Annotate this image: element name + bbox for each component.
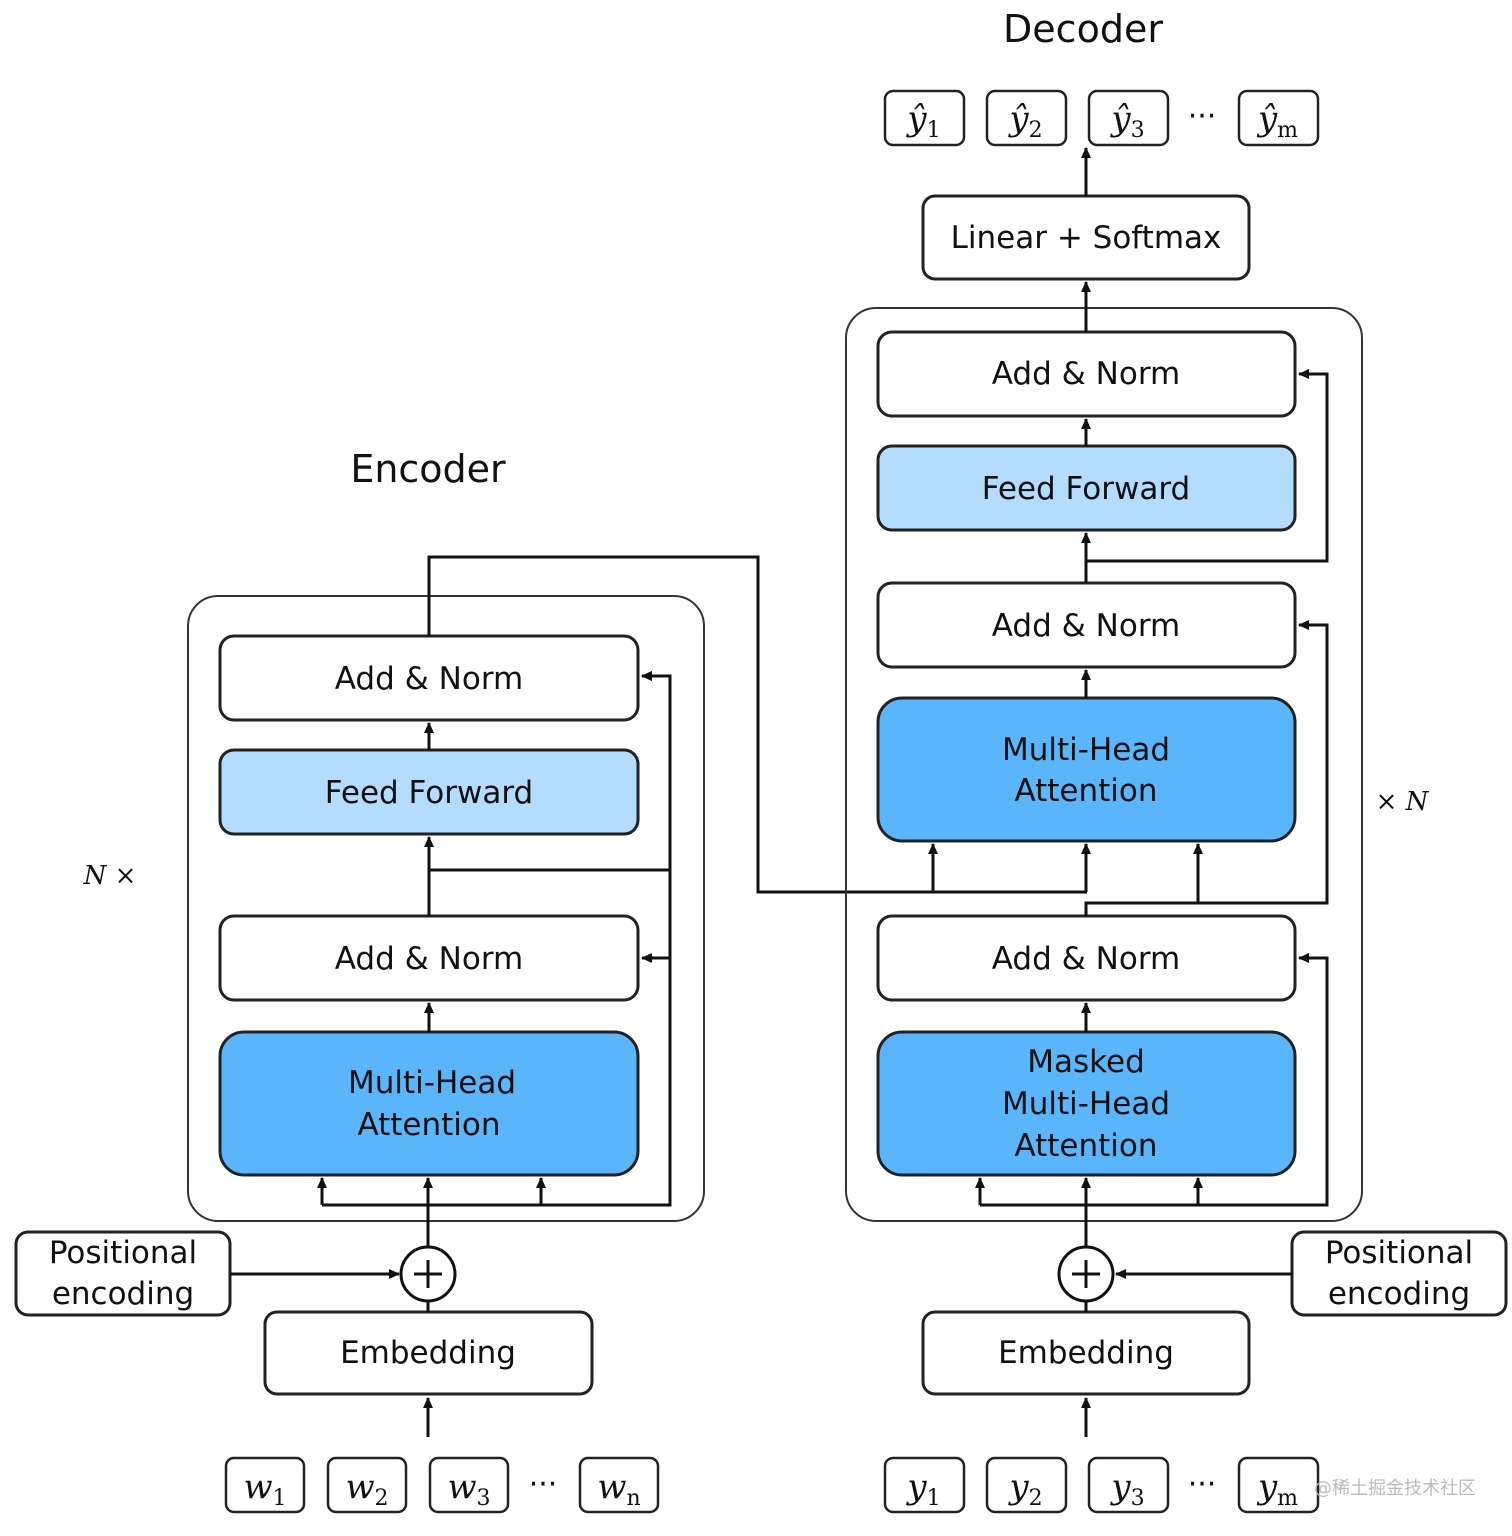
svg-text:encoding: encoding	[1328, 1276, 1470, 1312]
decoder-layer-group	[845, 307, 1363, 1222]
svg-text:Feed Forward: Feed Forward	[982, 471, 1190, 507]
decoder-connections	[928, 147, 1329, 1437]
decoder-linear-softmax: Linear + Softmax	[921, 194, 1251, 281]
decoder-input-token: y3	[1087, 1456, 1170, 1514]
svg-text:y1: y1	[905, 1467, 940, 1511]
decoder-output-token: ŷm	[1237, 89, 1320, 147]
svg-text:wn: wn	[597, 1467, 640, 1511]
encoder-feed-forward: Feed Forward	[218, 748, 640, 836]
svg-text:Positional: Positional	[1325, 1235, 1473, 1271]
watermark: @稀土掘金技术社区	[1314, 1478, 1476, 1499]
decoder-title: Decoder	[1003, 7, 1163, 51]
encoder-connections	[230, 555, 1087, 1437]
encoder-add-norm-top: Add & Norm	[218, 634, 640, 722]
svg-text:y2: y2	[1007, 1467, 1042, 1511]
svg-text:Embedding: Embedding	[998, 1335, 1174, 1371]
encoder-ellipsis: ···	[529, 1467, 558, 1502]
encoder-input-token: w3	[428, 1456, 510, 1514]
decoder-add-norm-bottom: Add & Norm	[876, 914, 1297, 1002]
encoder-input-token: w1	[224, 1456, 306, 1514]
svg-text:Multi-Head: Multi-Head	[348, 1065, 516, 1101]
svg-text:Linear + Softmax: Linear + Softmax	[951, 220, 1222, 256]
encoder-embedding: Embedding	[263, 1310, 594, 1396]
svg-text:Attention: Attention	[1014, 1128, 1157, 1164]
decoder-add-norm-mid: Add & Norm	[876, 581, 1297, 669]
encoder-input-token: w2	[326, 1456, 408, 1514]
decoder-output-token: ŷ1	[883, 89, 966, 147]
svg-text:w3: w3	[447, 1467, 490, 1511]
svg-text:Add & Norm: Add & Norm	[335, 941, 523, 977]
svg-text:Positional: Positional	[49, 1235, 197, 1271]
encoder-input-token: wn	[578, 1456, 660, 1514]
decoder-positional-encoding: Positional encoding	[1290, 1230, 1508, 1317]
svg-text:Add & Norm: Add & Norm	[992, 608, 1180, 644]
svg-text:y3: y3	[1109, 1467, 1144, 1511]
decoder-input-token: ym	[1237, 1456, 1320, 1514]
svg-text:Attention: Attention	[357, 1107, 500, 1143]
svg-text:ŷm: ŷm	[1256, 99, 1298, 143]
decoder-output-token: ŷ3	[1087, 89, 1170, 147]
svg-text:Multi-Head: Multi-Head	[1002, 732, 1170, 768]
svg-text:Embedding: Embedding	[340, 1335, 516, 1371]
svg-text:Add & Norm: Add & Norm	[992, 356, 1180, 392]
svg-text:w2: w2	[345, 1467, 388, 1511]
encoder-positional-encoding: Positional encoding	[14, 1230, 232, 1317]
decoder-feed-forward: Feed Forward	[876, 444, 1297, 532]
encoder-add-norm-bottom: Add & Norm	[218, 914, 640, 1002]
decoder-input-token: y2	[985, 1456, 1068, 1514]
decoder-add-norm-top: Add & Norm	[876, 330, 1297, 418]
encoder-repeat-label: N ×	[83, 861, 137, 891]
svg-text:ŷ1: ŷ1	[905, 99, 940, 143]
decoder-plus-node	[1057, 1245, 1115, 1303]
svg-text:ŷ3: ŷ3	[1109, 99, 1144, 143]
svg-text:encoding: encoding	[52, 1276, 194, 1312]
encoder-layer-group	[187, 595, 705, 1222]
svg-text:Add & Norm: Add & Norm	[992, 941, 1180, 977]
svg-text:w1: w1	[243, 1467, 286, 1511]
encoder-multi-head-attention: Multi-Head Attention	[218, 1030, 640, 1177]
decoder-output-ellipsis: ···	[1188, 99, 1217, 134]
decoder-output-token: ŷ2	[985, 89, 1068, 147]
svg-text:Multi-Head: Multi-Head	[1002, 1086, 1170, 1122]
encoder-plus-node	[399, 1245, 457, 1303]
decoder-masked-multi-head-attention: Masked Multi-Head Attention	[876, 1030, 1297, 1177]
decoder-embedding: Embedding	[921, 1310, 1251, 1396]
svg-text:Masked: Masked	[1027, 1044, 1145, 1080]
svg-text:Add & Norm: Add & Norm	[335, 661, 523, 697]
decoder-input-ellipsis: ···	[1188, 1467, 1217, 1502]
decoder-multi-head-attention: Multi-Head Attention	[876, 696, 1297, 843]
svg-text:Attention: Attention	[1014, 773, 1157, 809]
decoder-input-token: y1	[883, 1456, 966, 1514]
svg-text:ŷ2: ŷ2	[1007, 99, 1042, 143]
decoder-repeat-label: × N	[1376, 787, 1430, 817]
svg-text:Feed Forward: Feed Forward	[325, 775, 533, 811]
encoder-title: Encoder	[350, 447, 506, 491]
svg-text:ym: ym	[1256, 1467, 1298, 1511]
